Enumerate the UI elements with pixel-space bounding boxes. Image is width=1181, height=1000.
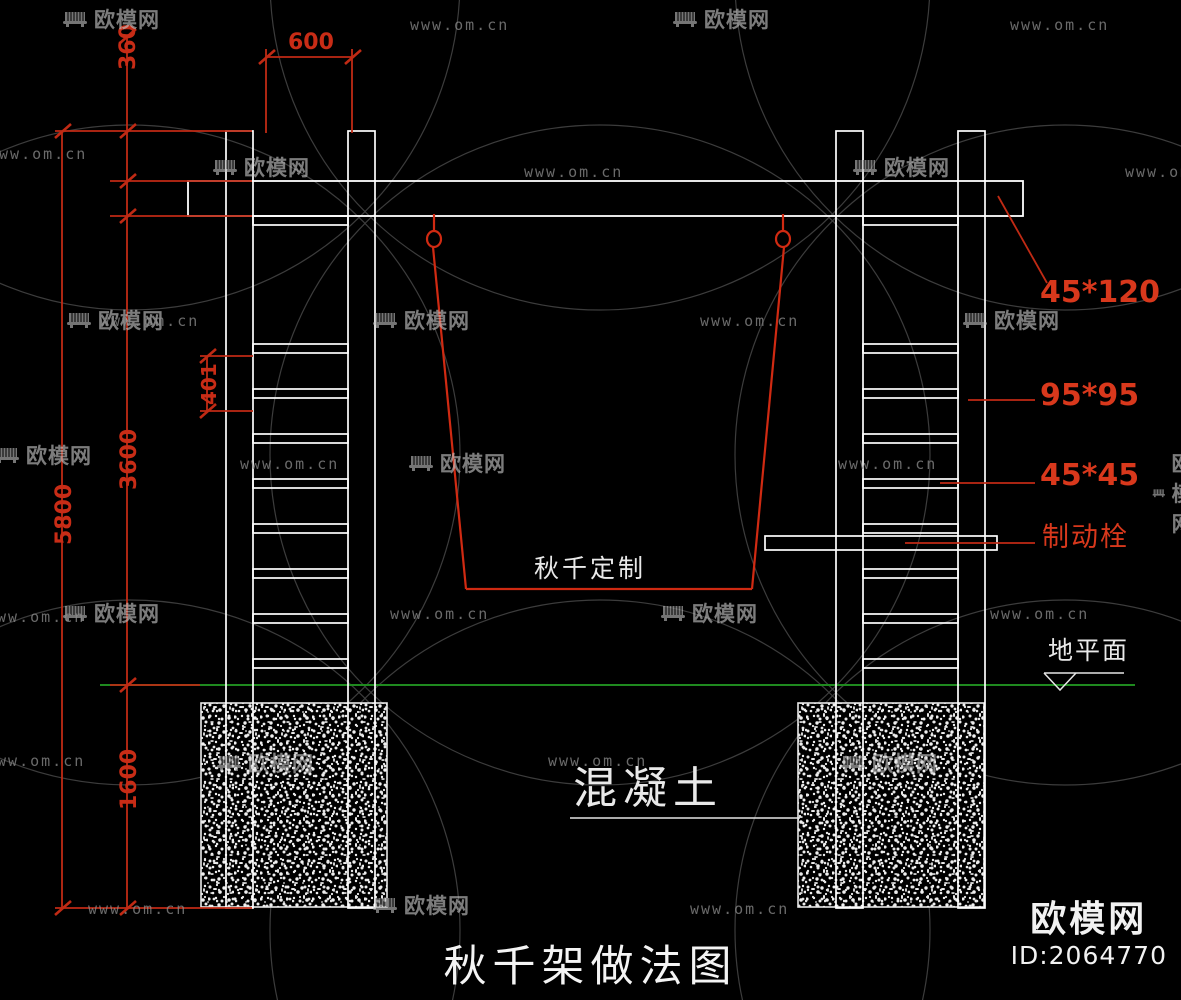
white-leaders bbox=[570, 672, 1124, 819]
dimension-network bbox=[54, 28, 1048, 916]
foundation-right bbox=[797, 702, 985, 908]
foundation-left bbox=[200, 702, 388, 908]
ladder-rungs-right bbox=[862, 215, 959, 669]
ladder-rungs-left bbox=[252, 215, 349, 669]
top-beam bbox=[187, 180, 1024, 217]
swing-assembly bbox=[425, 214, 792, 591]
